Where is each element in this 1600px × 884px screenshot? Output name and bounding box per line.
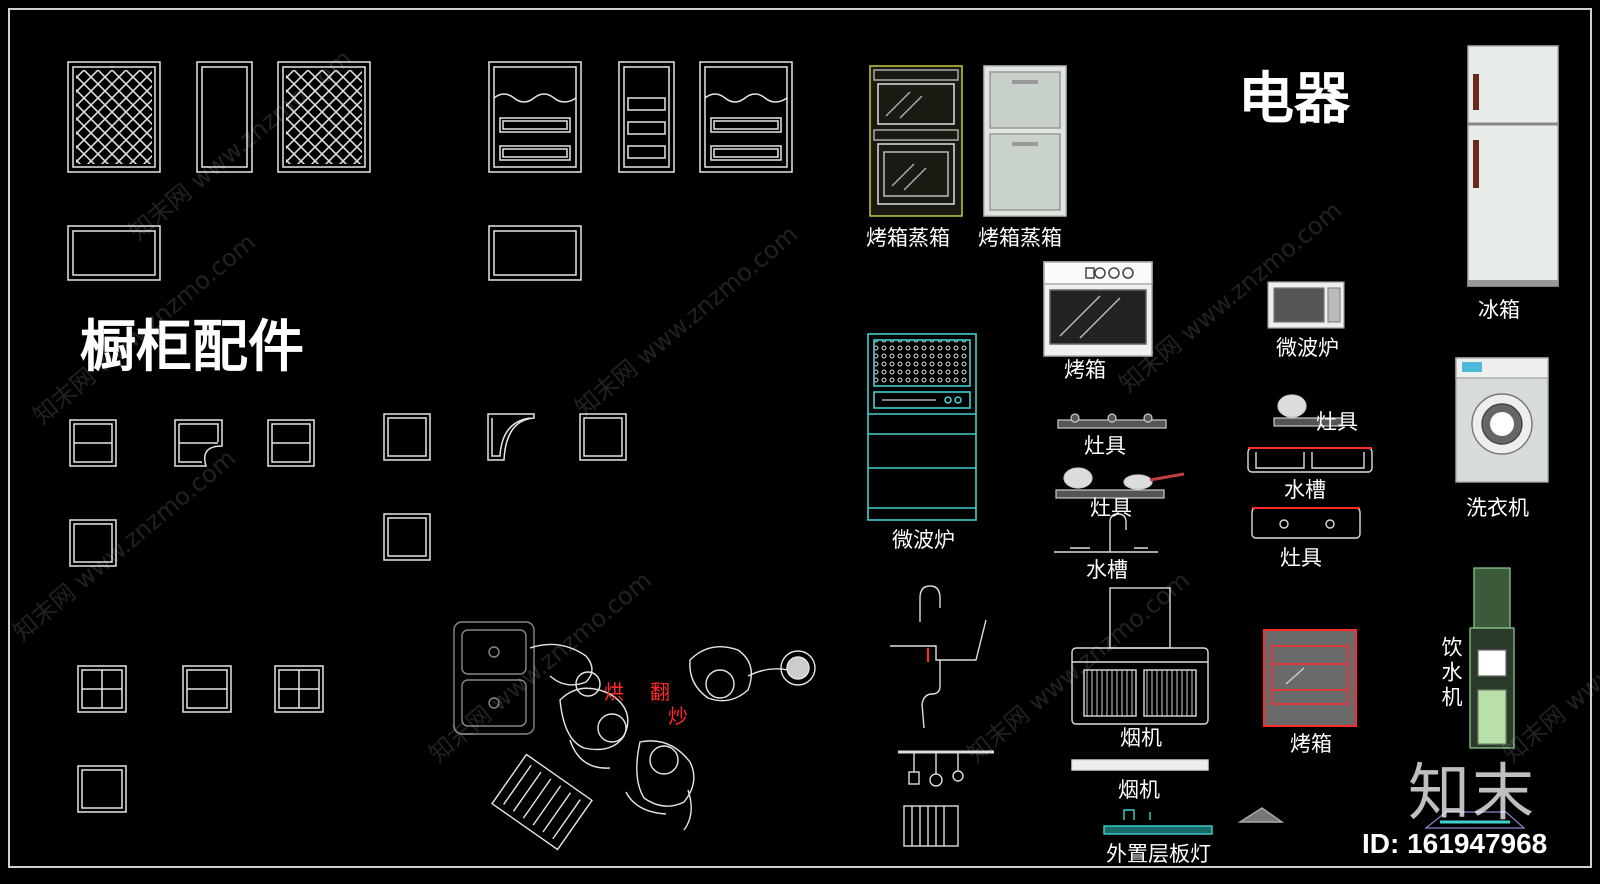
stove-4-drawing — [1251, 507, 1361, 539]
label-stove-4: 灶具 — [1280, 546, 1322, 570]
sink-section-drawing — [890, 585, 987, 729]
stove-2-drawing — [1055, 467, 1185, 499]
cabinet-module-grid-row — [77, 665, 324, 813]
kitchen-people-plan-sketch — [453, 621, 816, 851]
washer-drawing — [1455, 357, 1549, 483]
cabinet-panel-wide-1 — [67, 225, 161, 281]
stove-1-drawing — [1057, 413, 1167, 429]
label-water-dispenser: 饮水机 — [1439, 636, 1463, 711]
label-sink-1: 水槽 — [1086, 558, 1128, 582]
label-oven-steamer-1: 烤箱蒸箱 — [866, 226, 950, 250]
cabinet-door-plain — [196, 61, 253, 173]
stove-3-drawing — [1273, 394, 1343, 427]
image-id: ID: 161947968 — [1362, 828, 1548, 859]
label-stove-1: 灶具 — [1084, 434, 1126, 458]
utensil-rail-drawing — [898, 750, 994, 847]
hood-2-drawing — [1071, 759, 1209, 771]
label-oven-red: 烤箱 — [1290, 732, 1332, 756]
annotation-red-2: 翻 — [650, 680, 670, 704]
water-dispenser-drawing — [1424, 567, 1526, 829]
label-stove-2: 灶具 — [1090, 496, 1132, 520]
shelf-light-drawing — [1103, 807, 1285, 835]
cabinet-door-lattice-1 — [67, 61, 161, 173]
label-washer: 洗衣机 — [1466, 496, 1529, 520]
cabinet-module-plan-row — [69, 413, 627, 567]
hood-1-drawing — [1071, 587, 1209, 725]
cabinet-accessories-title: 橱柜配件 — [80, 315, 304, 380]
label-sink-2: 水槽 — [1284, 478, 1326, 502]
annotation-red-3: 炒 — [668, 704, 688, 728]
appliances-title: 电器 — [1238, 67, 1350, 132]
cabinet-drawer-unit-2 — [699, 61, 793, 173]
microwave-small-drawing — [1267, 281, 1345, 329]
fridge-drawing — [1467, 45, 1559, 287]
oven-steamer-1-drawing — [869, 65, 963, 217]
annotation-red-1: 烘 — [604, 680, 624, 704]
sink-1-drawing — [1054, 513, 1158, 553]
cabinet-drawer-unit-narrow — [618, 61, 675, 173]
label-microwave-cabinet: 微波炉 — [892, 528, 955, 552]
oven-top-drawing — [1043, 261, 1153, 357]
label-hood-1: 烟机 — [1120, 726, 1162, 750]
cabinet-panel-wide-2 — [488, 225, 582, 281]
label-shelf-light: 外置层板灯 — [1106, 842, 1211, 866]
microwave-cabinet-drawing — [867, 333, 977, 521]
label-hood-2: 烟机 — [1118, 778, 1160, 802]
cabinet-door-lattice-2 — [277, 61, 371, 173]
drawing-border — [8, 8, 1592, 868]
cabinet-drawer-unit-1 — [488, 61, 582, 173]
label-oven-top: 烤箱 — [1064, 358, 1106, 382]
label-oven-steamer-2: 烤箱蒸箱 — [978, 226, 1062, 250]
sink-2-drawing — [1247, 447, 1373, 473]
label-fridge: 冰箱 — [1478, 298, 1520, 322]
oven-red-drawing — [1263, 629, 1357, 727]
label-microwave-small: 微波炉 — [1276, 336, 1339, 360]
oven-steamer-2-drawing — [983, 65, 1067, 217]
brand-logo: 知末 — [1408, 756, 1537, 829]
label-stove-3: 灶具 — [1316, 410, 1358, 434]
